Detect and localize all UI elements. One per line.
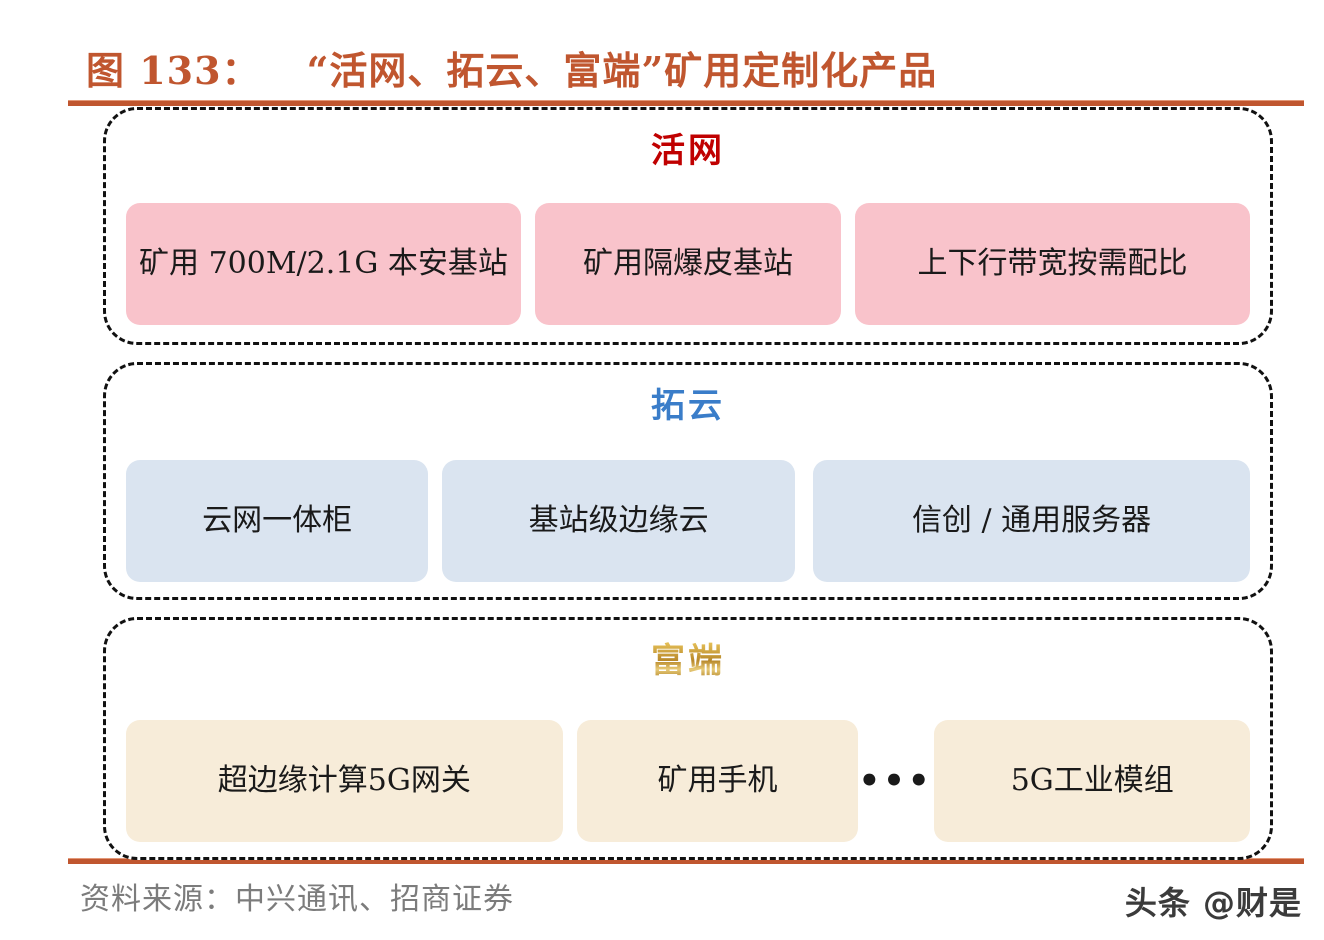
ellipsis-icon: ••• (858, 761, 933, 801)
card-row-tuoyun: 云网一体柜 基站级边缘云 信创 / 通用服务器 (126, 460, 1251, 582)
source-note: 资料来源：中兴通讯、招商证券 (80, 882, 514, 917)
page-title: “活网、拓云、富端”矿用定制化产品 (306, 47, 938, 93)
product-card: 上下行带宽按需配比 (855, 203, 1250, 325)
section-heading-tuoyun: 拓云 (651, 386, 725, 426)
card-row-fuduan: 超边缘计算5G网关 矿用手机 ••• 5G工业模组 (126, 720, 1250, 842)
product-card: 矿用 700M/2.1G 本安基站 (126, 203, 521, 325)
divider-top (68, 100, 1304, 106)
product-card: 5G工业模组 (934, 720, 1250, 842)
section-fuduan: 富端 超边缘计算5G网关 矿用手机 ••• 5G工业模组 (103, 617, 1273, 860)
product-card: 矿用隔爆皮基站 (534, 203, 842, 325)
figure-number: 图 133： (86, 47, 261, 93)
product-card: 信创 / 通用服务器 (813, 460, 1251, 582)
section-tuoyun: 拓云 云网一体柜 基站级边缘云 信创 / 通用服务器 (103, 362, 1273, 600)
product-card: 云网一体柜 (126, 460, 429, 582)
figure-title: 图 133： “活网、拓云、富端”矿用定制化产品 (86, 38, 1286, 96)
section-heading-fuduan: 富端 (106, 641, 1270, 681)
section-heading-huowang: 活网 (651, 131, 725, 171)
product-card: 基站级边缘云 (442, 460, 796, 582)
product-card: 矿用手机 (576, 720, 859, 842)
card-row-huowang: 矿用 700M/2.1G 本安基站 矿用隔爆皮基站 上下行带宽按需配比 (126, 203, 1250, 325)
watermark: 头条 @财是 (1124, 884, 1302, 922)
product-card: 超边缘计算5G网关 (126, 720, 563, 842)
section-huowang: 活网 矿用 700M/2.1G 本安基站 矿用隔爆皮基站 上下行带宽按需配比 (103, 107, 1273, 345)
